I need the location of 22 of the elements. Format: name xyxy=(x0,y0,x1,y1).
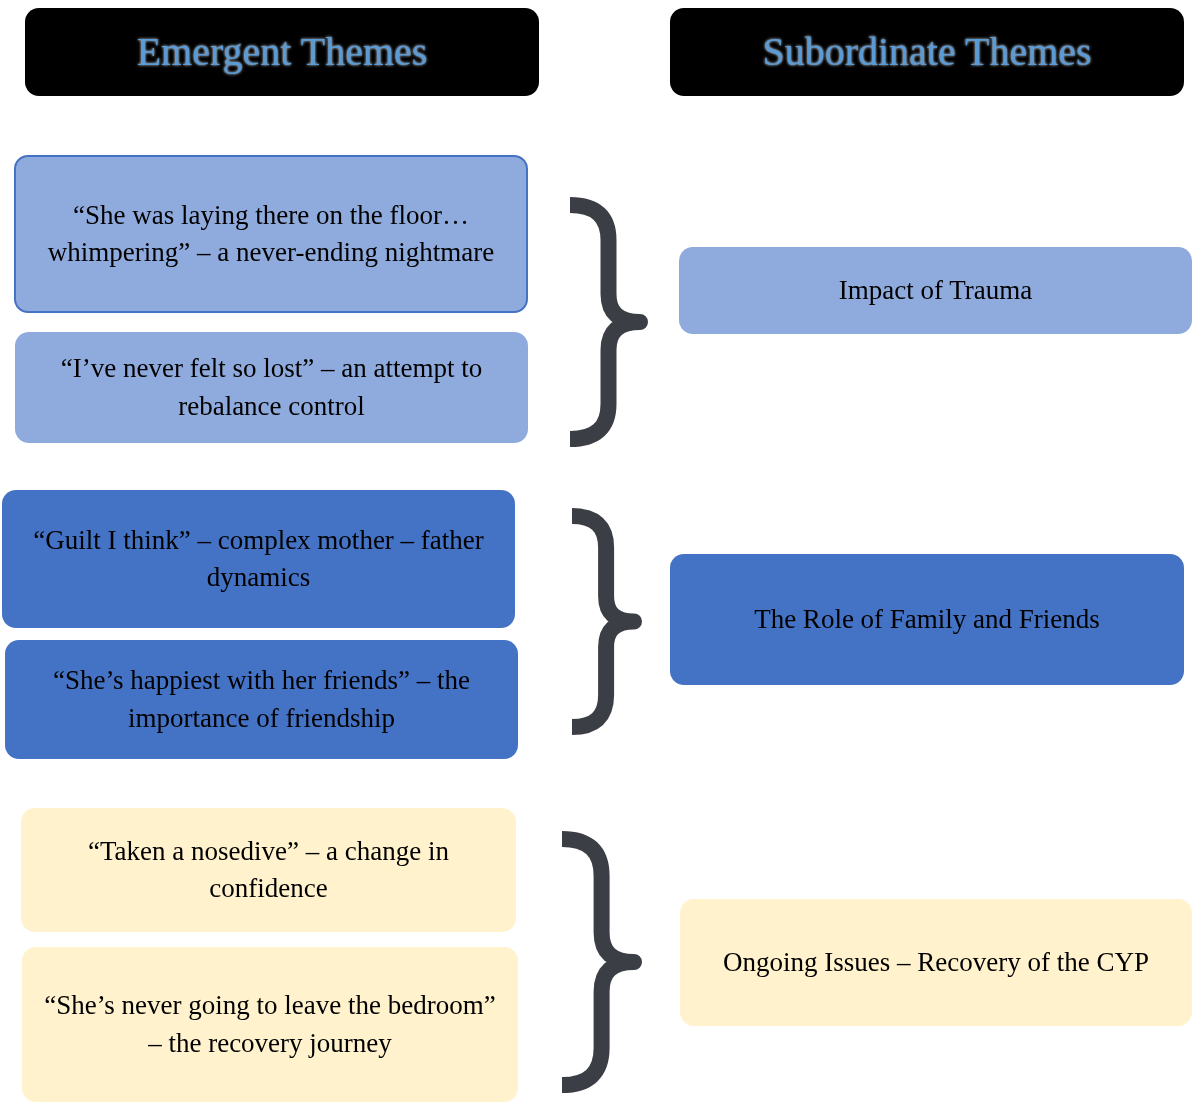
column-heading: Emergent Themes xyxy=(136,28,428,77)
header-box xyxy=(670,8,1184,96)
theme-text: “I’ve never felt so lost” – an attempt to rebalance control xyxy=(59,352,484,423)
theme-box xyxy=(2,490,515,628)
header-box xyxy=(25,8,539,96)
theme-text: “Taken a nosedive” – a change in confidence xyxy=(87,834,450,905)
theme-box xyxy=(5,640,518,759)
theme-text: “Guilt I think” – complex mother – father dynamics xyxy=(32,523,485,594)
column-heading: Subordinate Themes xyxy=(762,28,1092,77)
theme-box xyxy=(679,247,1192,334)
theme-text: Ongoing Issues – Recovery of the CYP xyxy=(723,945,1149,979)
theme-text: Impact of Trauma xyxy=(838,273,1033,307)
theme-box xyxy=(21,808,516,932)
theme-box xyxy=(15,332,528,443)
theme-text: “She’s never going to leave the bedroom” – the recovery journey xyxy=(43,989,497,1060)
theme-box xyxy=(14,155,528,313)
theme-box xyxy=(680,899,1192,1026)
theme-text: The Role of Family and Friends xyxy=(754,602,1100,636)
theme-box xyxy=(670,554,1184,685)
theme-text: “She’s happiest with her friends” – the importance of friendship xyxy=(52,664,471,735)
theme-box xyxy=(22,947,518,1102)
theme-text: “She was laying there on the floor… whimpering” – a never-ending nightmare xyxy=(46,198,496,269)
